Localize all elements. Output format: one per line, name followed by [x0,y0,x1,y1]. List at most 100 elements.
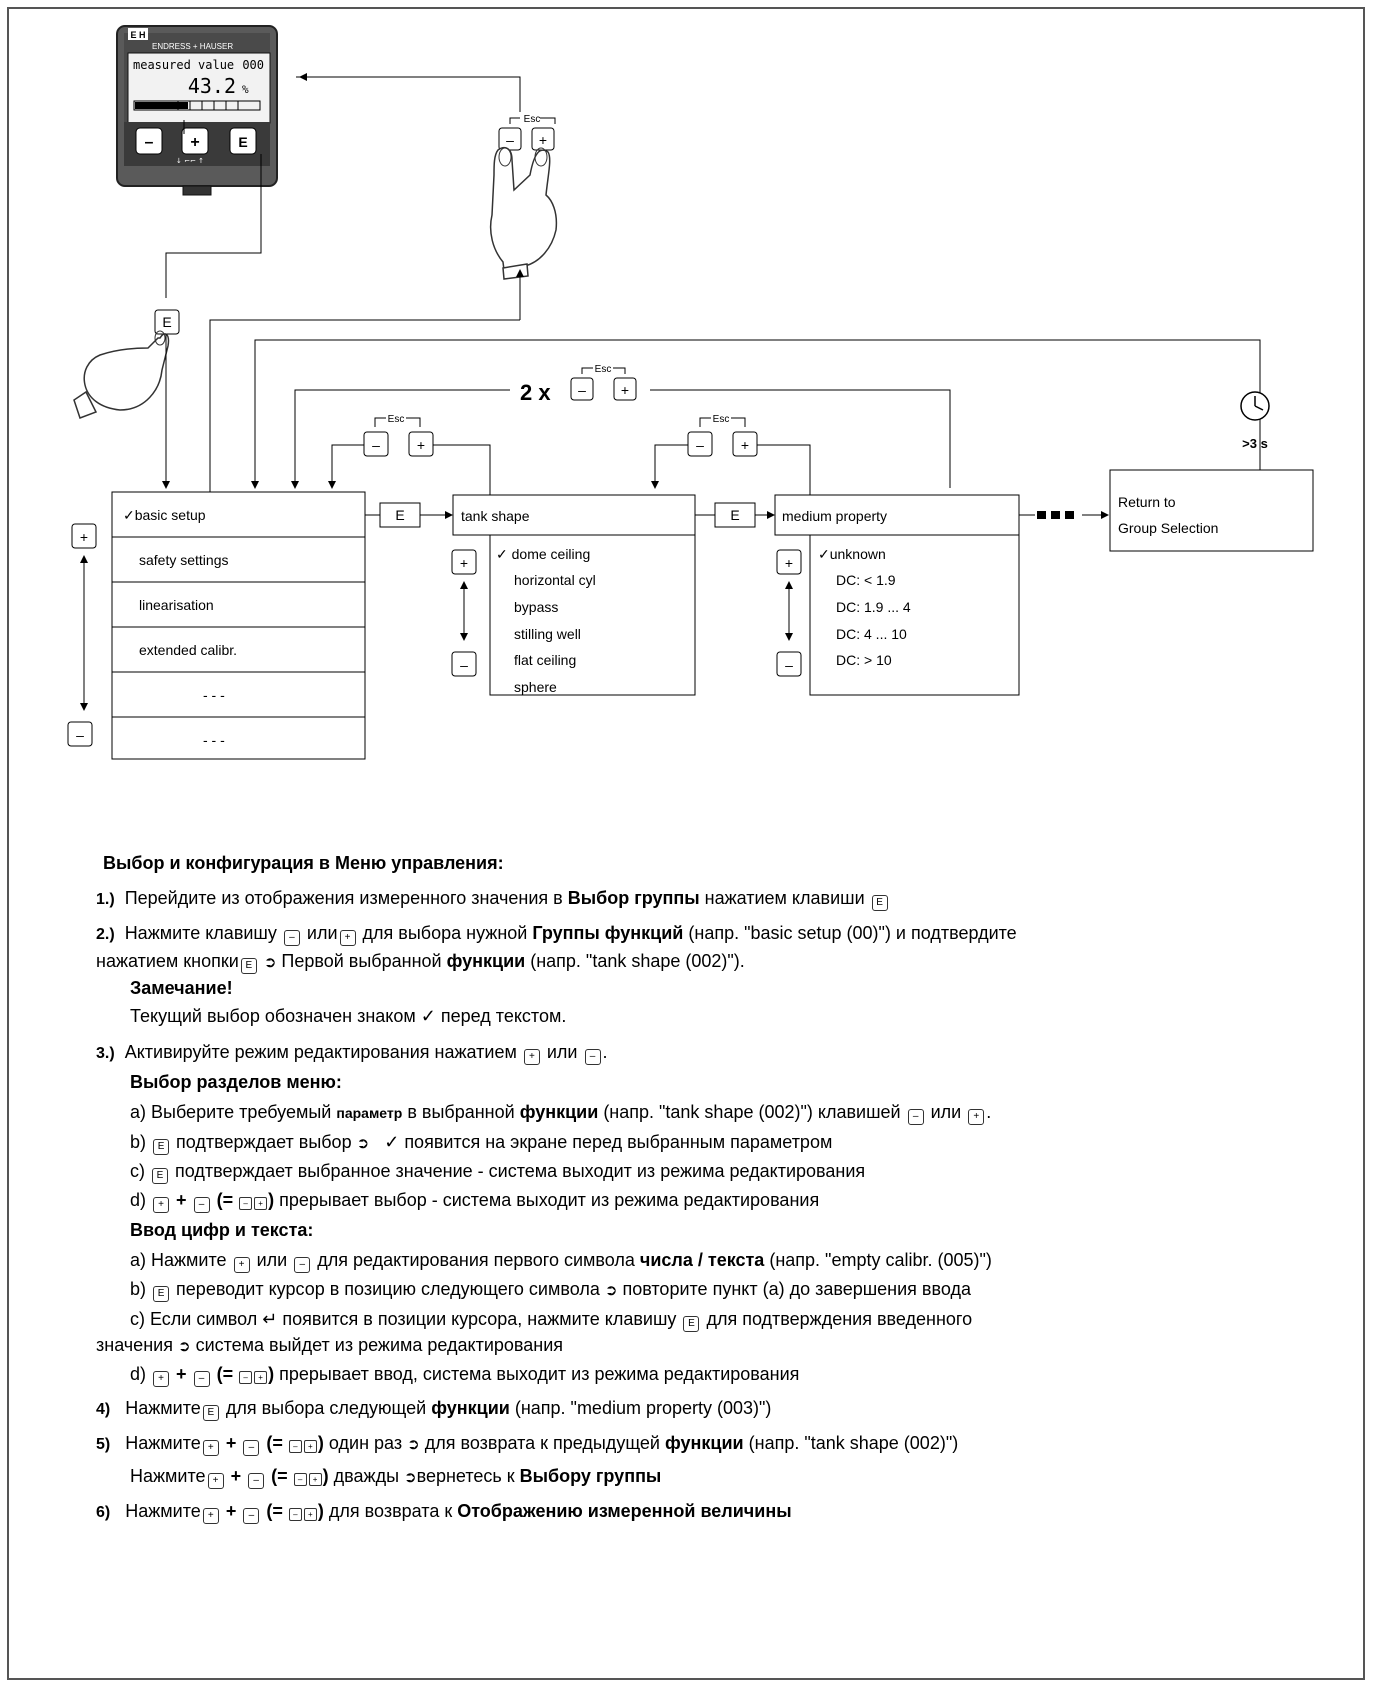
minus-key-icon: – [907,1109,924,1125]
tank-option-4: stilling well [514,626,581,642]
plus-key-icon: + [968,1109,985,1125]
menu-b: b) E подтверждает выбор ➲ ✓ появится на … [130,1131,832,1155]
e-key-icon: E [152,1168,169,1184]
menu-title: Выбор разделов меню: [130,1072,342,1092]
arrow-icon: ➲ [404,1469,417,1486]
device-plus-key[interactable]: + [181,127,209,155]
plus-key-icon: + [153,1371,170,1387]
minus-key-icon: – [288,1440,302,1453]
esc-keys-left: Esc – + [363,412,434,457]
e-key-icon: E [153,1139,170,1155]
entry-a: a) Нажмите + или – для редактирования пе… [130,1249,992,1273]
device-brand: ENDRESS + HAUSER [152,42,233,51]
plus-key-icon: + [303,1440,317,1453]
svg-text:E: E [238,134,247,150]
svg-text:–: – [696,437,704,453]
entry-d: d) + + – (= –+) прерывает ввод, система … [130,1363,799,1387]
svg-text:+: + [190,134,199,151]
minus-key-icon: – [248,1473,265,1489]
medium-plus-key: + [776,549,802,575]
step-5b: Нажмите+ + – (= –+) дважды ➲вернетесь к … [130,1465,661,1489]
device-lcd [127,52,271,124]
minus-key-icon: – [283,930,300,946]
check-icon: ✓ [496,546,512,562]
medium-minus-key: – [776,651,802,677]
group-plus-key: + [71,523,97,549]
plus-key-icon: + [254,1197,268,1210]
check-icon: ✓ [420,1006,436,1026]
group-item-6: - - - [203,732,225,748]
minus-key-icon: – [294,1257,311,1273]
group-item-3: linearisation [139,597,214,613]
two-finger-hand-icon [489,147,558,280]
e-key-2: E [714,502,756,528]
entry-c: c) Если символ ↵ появится в позиции курс… [130,1308,972,1332]
esc-keys-top: Esc – + [498,112,556,151]
return-line-2: Group Selection [1118,520,1219,536]
esc-label-left: Esc [388,414,405,425]
group-item-2: safety settings [139,552,229,568]
medium-option-2: DC: < 1.9 [836,572,896,588]
group-list [111,491,366,760]
timer-label: >3 s [1242,436,1268,451]
group-item-4: extended calibr. [139,642,238,658]
check-icon: ✓ [123,507,135,523]
tank-shape-box [452,494,696,696]
lcd-code: 000 [242,58,264,72]
lcd-bar-fill [135,102,188,109]
step-5: 5) Нажмите+ + – (= –+) один раз ➲ для во… [96,1432,958,1456]
svg-text:–: – [372,437,380,453]
arrow-icon: ➲ [263,954,277,971]
esc-label-2x: Esc [595,364,612,375]
instructions-heading: Выбор и конфигурация в Меню управления: [103,853,504,873]
minus-key-icon: – [288,1508,302,1521]
return-box [1109,469,1314,552]
group-item-5: - - - [203,687,225,703]
svg-text:+: + [539,132,547,148]
pointing-hand-icon [73,330,170,419]
minus-key-icon: – [243,1508,260,1524]
menu-diagram: E H ENDRESS + HAUSER measured value 000 … [67,25,1314,760]
esc-label-top: Esc [524,114,541,125]
svg-text:+: + [460,555,468,571]
clock-icon [1240,391,1270,421]
svg-text:–: – [76,727,84,743]
plus-key-icon: + [153,1197,170,1213]
arrow-icon: ➲ [177,1338,191,1355]
plus-key-icon: + [339,930,356,946]
svg-text:–: – [578,382,586,398]
lcd-unit: % [242,83,249,96]
svg-text:+: + [741,437,749,453]
minus-key-icon: – [239,1197,253,1210]
device-unit: E H ENDRESS + HAUSER measured value 000 … [116,25,278,196]
lcd-label: measured value [133,58,234,72]
device-e-key[interactable]: E [229,127,257,155]
svg-text:+: + [80,529,88,545]
svg-text:–: – [785,657,793,673]
minus-key-icon: – [193,1371,210,1387]
step-2: 2.) Нажмите клавишу – или+ для выбора ну… [96,922,1017,946]
minus-key-icon: – [293,1473,307,1486]
lcd-value: 43.2 [188,74,236,98]
tank-option-6: sphere [514,679,557,695]
eh-logo: E H [128,28,148,40]
tank-shape-title: tank shape [461,508,530,524]
note-text: Текущий выбор обозначен знаком ✓ перед т… [130,1006,567,1026]
plus-key-icon: + [207,1473,224,1489]
double-esc-row: 2 x Esc – + [520,362,637,405]
entry-b: b) E переводит курсор в позицию следующе… [130,1278,971,1302]
tank-option-5: flat ceiling [514,652,577,668]
group-item-1: ✓basic setup [123,507,206,523]
page-frame [7,7,1365,1680]
device-minus-key[interactable]: – [135,127,163,155]
return-glyph-icon: ↵ [262,1309,278,1329]
tank-option-2: horizontal cyl [514,572,596,588]
check-icon: ✓ [384,1132,400,1152]
esc-keys-right: Esc – + [687,412,758,457]
tank-option-3: bypass [514,599,559,615]
repeat-label: 2 x [520,380,551,405]
plus-key-icon: + [202,1508,219,1524]
plus-key-icon: + [202,1440,219,1456]
plus-key-icon: + [308,1473,322,1486]
